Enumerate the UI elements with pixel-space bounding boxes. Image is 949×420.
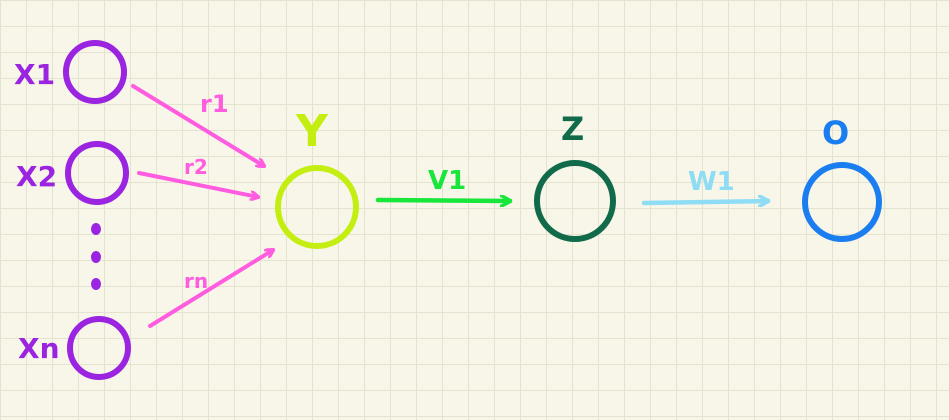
arrow-w1 (641, 201, 771, 203)
x1-label: X1 (14, 58, 55, 91)
w1-label: W1 (688, 167, 735, 197)
arrow-rn (148, 250, 273, 328)
arrow-v1 (375, 200, 513, 201)
input-node-x1 (63, 40, 127, 104)
xn-label: Xn (18, 332, 60, 365)
node-z (534, 160, 616, 242)
r2-label: r2 (184, 155, 208, 179)
arrow-r2 (137, 171, 258, 197)
arrow-r1 (131, 84, 264, 166)
input-ellipsis (91, 223, 101, 290)
rn-label: rn (184, 269, 208, 293)
input-node-x2 (65, 141, 129, 205)
input-node-xn (67, 316, 131, 380)
node-y (275, 165, 359, 249)
x2-label: X2 (16, 160, 57, 193)
y-label: Y (295, 106, 329, 157)
z-label: Z (561, 110, 584, 148)
node-o (802, 162, 882, 242)
r1-label: r1 (200, 90, 229, 118)
o-label: O (822, 114, 849, 152)
v1-label: V1 (428, 166, 466, 196)
